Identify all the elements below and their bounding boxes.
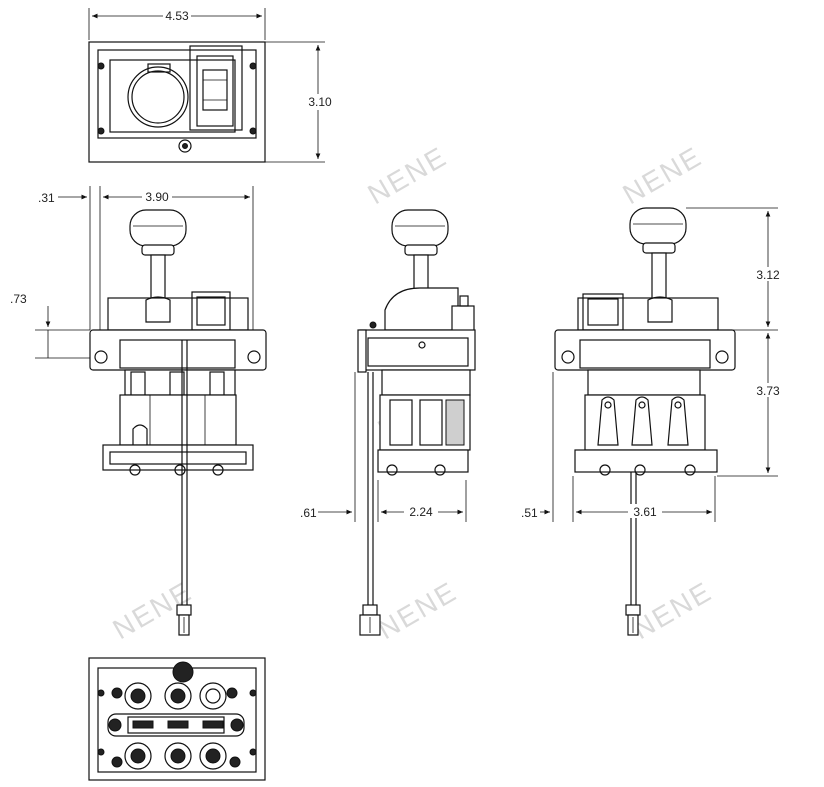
dim-top-height: 3.10	[308, 95, 332, 109]
dim-right-lower-height: 3.73	[756, 384, 780, 398]
watermark-7: NENE	[628, 575, 718, 645]
dim-top-width: 4.53	[165, 9, 189, 23]
bottom-view	[88, 657, 266, 781]
dim-right-offset: .51	[521, 506, 538, 520]
front-view: 3.90 .31 .73	[10, 186, 267, 636]
dim-side-offset: .61	[300, 506, 317, 520]
dim-right-width: 3.61	[633, 505, 657, 519]
dim-front-offset-left: .73	[10, 292, 27, 306]
watermark-1: NENE	[363, 140, 453, 210]
right-view: 3.12 3.73 .51 3.61	[521, 207, 785, 636]
side-view: .61 2.24	[300, 209, 476, 636]
watermark-2: NENE	[618, 140, 708, 210]
watermark-6: NENE	[373, 575, 463, 645]
top-view: 4.53 3.10	[88, 8, 336, 163]
dim-side-width: 2.24	[409, 505, 433, 519]
dim-right-upper-height: 3.12	[756, 268, 780, 282]
dim-front-width: 3.90	[145, 190, 169, 204]
dim-front-offset: .31	[38, 191, 55, 205]
